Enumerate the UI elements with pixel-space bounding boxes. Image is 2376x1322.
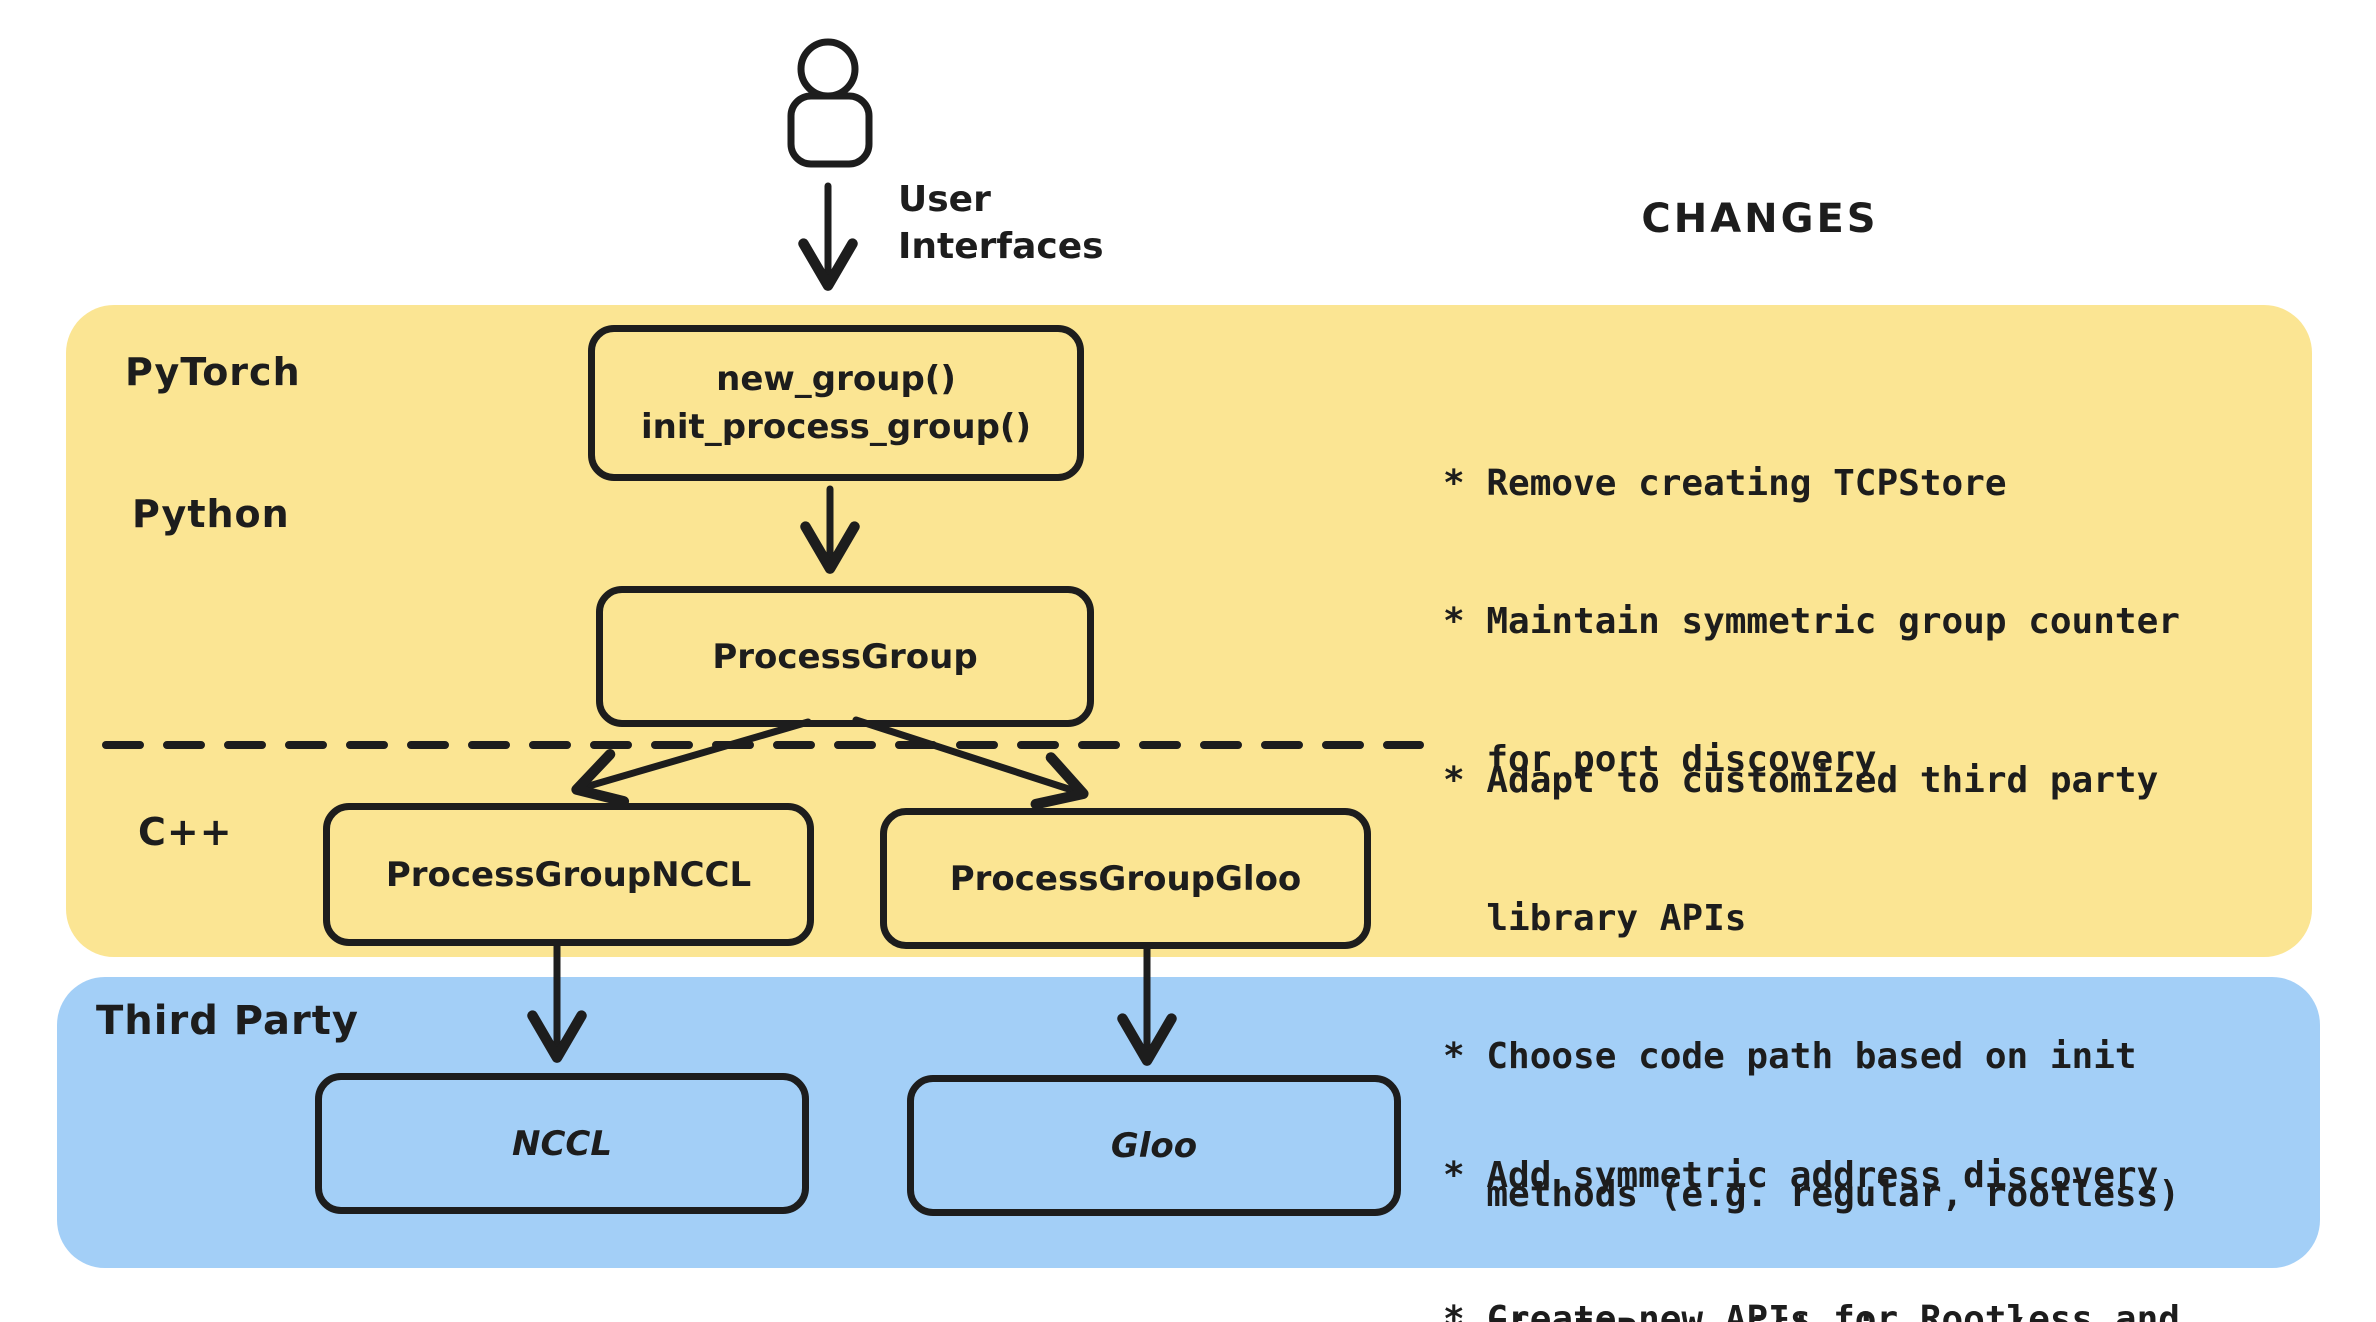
changes-note-line: * Adapt to customized third party bbox=[1443, 760, 2159, 801]
process-group-nccl-box: ProcessGroupNCCL bbox=[323, 803, 814, 946]
process-group-label: ProcessGroup bbox=[712, 636, 978, 677]
changes-note-line: * Remove creating TCPStore bbox=[1443, 463, 2007, 504]
changes-note-line: * Add symmetric address discovery bbox=[1443, 1155, 2159, 1196]
changes-note-line: * Maintain symmetric group counter bbox=[1443, 601, 2180, 642]
layer-label-cpp: C++ bbox=[138, 810, 233, 854]
process-group-gloo-box: ProcessGroupGloo bbox=[880, 808, 1371, 949]
changes-note-line: methods (e.g. regular, rootless) bbox=[1443, 1174, 2180, 1215]
changes-note-line: * Choose code path based on init bbox=[1443, 1036, 2137, 1077]
process-group-gloo-label: ProcessGroupGloo bbox=[949, 858, 1302, 899]
api-box-line1: new_group() bbox=[716, 359, 956, 399]
api-box-line2: init_process_group() bbox=[640, 407, 1031, 447]
changes-block-pytorch-top: * Remove creating TCPStore * Maintain sy… bbox=[1443, 369, 2180, 875]
changes-block-third-party: * Add symmetric address discovery * Crea… bbox=[1443, 1056, 2180, 1322]
layer-label-python: Python bbox=[132, 492, 290, 536]
nccl-box: NCCL bbox=[315, 1073, 809, 1214]
user-interfaces-line1: User bbox=[898, 179, 991, 220]
gloo-box: Gloo bbox=[907, 1075, 1401, 1216]
user-interfaces-label: User Interfaces bbox=[898, 176, 1104, 270]
layer-label-third-party: Third Party bbox=[96, 998, 359, 1044]
changes-note-line: for port discovery bbox=[1443, 739, 1877, 780]
changes-note-line: * Create new APIs for Rootless and bbox=[1443, 1299, 2180, 1322]
process-group-nccl-label: ProcessGroupNCCL bbox=[385, 854, 752, 895]
changes-note-line: library APIs bbox=[1443, 898, 1747, 939]
nccl-label: NCCL bbox=[511, 1123, 613, 1164]
changes-note-line: * Fix IPR-specific issues (e.g. bbox=[1443, 1310, 2180, 1322]
gloo-label: Gloo bbox=[1110, 1125, 1198, 1166]
process-group-box: ProcessGroup bbox=[596, 586, 1094, 727]
user-icon bbox=[787, 38, 873, 168]
user-interfaces-line2: Interfaces bbox=[898, 226, 1104, 267]
pytorch-layer-panel bbox=[66, 305, 2312, 957]
changes-block-pytorch-bottom: * Adapt to customized third party librar… bbox=[1443, 666, 2180, 1322]
third-party-layer-panel bbox=[57, 977, 2320, 1268]
api-box: new_group() init_process_group() bbox=[588, 325, 1084, 481]
changes-heading: CHANGES bbox=[1641, 196, 1879, 242]
layer-label-pytorch: PyTorch bbox=[125, 350, 301, 394]
